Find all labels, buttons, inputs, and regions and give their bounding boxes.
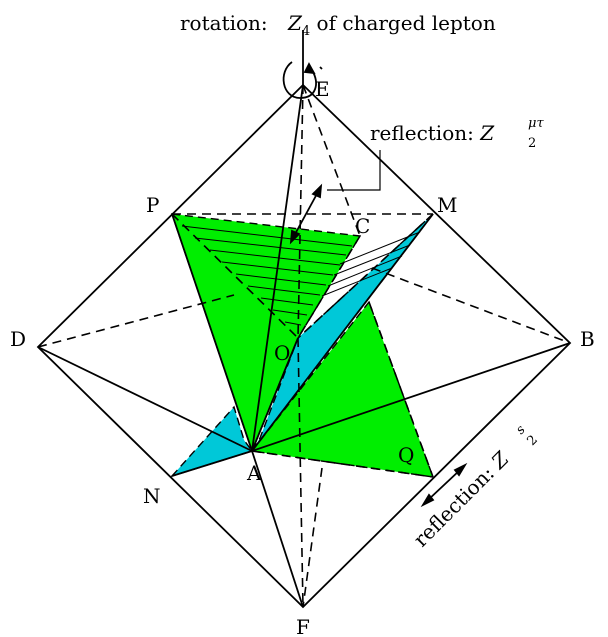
- reflection-mutau-sub: 2: [528, 136, 536, 151]
- cyan-plane-left: [169, 405, 254, 478]
- vertex-label-o: O: [274, 341, 290, 365]
- visible-edges: [36, 83, 572, 609]
- vertex-label-n: N: [143, 484, 161, 508]
- rotation-suffix: of charged lepton: [310, 11, 496, 35]
- reflection-mutau-leader: [327, 150, 381, 191]
- reflection-mutau-symbol: Z: [479, 121, 495, 145]
- reflection-s-sub: 2: [525, 433, 541, 449]
- rotation-sub: 4: [302, 24, 310, 39]
- rotation-axis: [282, 30, 323, 99]
- reflection-mutau-sup: μτ: [528, 116, 544, 131]
- rotation-annotation: rotation: Z4 of charged lepton: [180, 11, 496, 39]
- vertex-label-e: E: [315, 77, 330, 101]
- vertex-label-m: M: [437, 193, 457, 217]
- vertex-label-c: C: [355, 214, 370, 238]
- reflection-mutau-arrow: [289, 183, 323, 245]
- vertex-label-f: F: [296, 615, 310, 637]
- hatching: [181, 225, 421, 326]
- rotation-prefix: rotation:: [180, 11, 274, 35]
- green-plane-lower: [250, 300, 435, 478]
- vertex-label-d: D: [10, 327, 26, 351]
- rotation-symbol: Z: [287, 11, 303, 35]
- hidden-edges: [37, 84, 571, 608]
- reflection-s-arrow: [420, 462, 468, 508]
- reflection-s-annotation: reflection: Z s 2: [409, 422, 541, 551]
- vertex-label-p: P: [146, 193, 159, 217]
- vertex-label-b: B: [580, 327, 595, 351]
- reflection-mutau-prefix: reflection:: [370, 121, 480, 145]
- vertex-label-a: A: [246, 461, 262, 485]
- reflection-mutau-annotation: reflection: Z: [370, 121, 495, 145]
- vertex-label-q: Q: [398, 443, 414, 467]
